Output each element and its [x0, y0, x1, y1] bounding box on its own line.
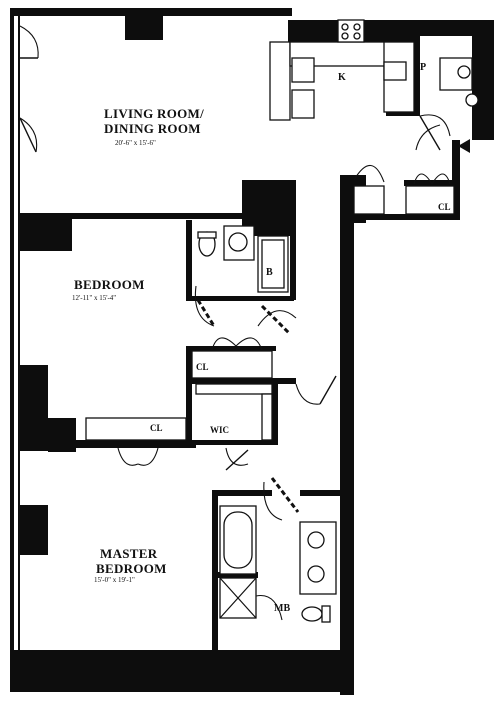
toilet-icon	[457, 65, 471, 79]
living-room: LIVING ROOM/ DINING ROOM 20'-6" x 15'-6"	[104, 106, 204, 147]
master-bath-label: MB	[274, 603, 290, 614]
master-bath: MB	[219, 477, 337, 623]
sink-icon	[228, 232, 248, 252]
living-room-dims: 20'-6" x 15'-6"	[115, 139, 156, 147]
bedroom-label: BEDROOM	[74, 277, 145, 292]
hall-closet-label: CL	[196, 362, 209, 372]
walk-in-closet-label: WIC	[210, 425, 229, 435]
sink-icon	[307, 565, 325, 583]
cooktop-icon	[337, 19, 365, 43]
toilet-icon	[301, 606, 323, 622]
living-room-label-line1: LIVING ROOM/	[104, 106, 204, 121]
bath-label: B	[266, 267, 273, 278]
bedroom: BEDROOM 12'-11" x 15'-4"	[72, 277, 145, 302]
interior-walls	[20, 36, 456, 650]
walk-in-closet: WIC	[195, 383, 273, 471]
master-dims: 15'-0" x 19'-1"	[94, 576, 135, 584]
master-label-line2: BEDROOM	[96, 561, 167, 576]
bedroom-dims: 12'-11" x 15'-4"	[72, 294, 116, 302]
entry-arrow-icon	[458, 139, 470, 153]
dishwasher	[291, 89, 315, 119]
balcony-doors	[19, 25, 39, 153]
master-label-line1: MASTER	[100, 546, 158, 561]
kitchen: K	[269, 19, 415, 121]
pantry-label: P	[420, 62, 426, 73]
sink-icon	[465, 93, 479, 107]
master-bedroom: MASTER BEDROOM 15'-0" x 19'-1"	[94, 546, 167, 584]
pantry: P	[415, 57, 479, 151]
living-room-label-line2: DINING ROOM	[104, 121, 201, 136]
bath: B	[194, 225, 297, 336]
bedroom-closet: CL	[85, 417, 187, 466]
hall-closet: CL	[191, 337, 337, 405]
sink-icon	[307, 531, 325, 549]
entry-closet-label: CL	[438, 202, 451, 212]
refrigerator	[383, 61, 407, 81]
kitchen-sink	[291, 57, 315, 83]
bedroom-closet-label: CL	[150, 423, 163, 433]
entry-closets: CL	[353, 164, 455, 215]
kitchen-label: K	[338, 72, 346, 83]
